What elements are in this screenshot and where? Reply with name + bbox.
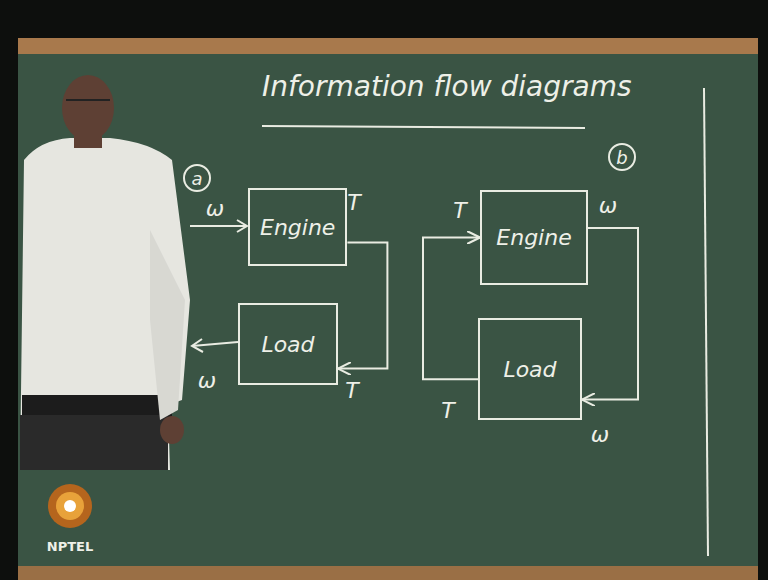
- block-name: Load: [503, 357, 556, 382]
- signal-label: ω: [591, 422, 609, 447]
- block-name: Engine: [496, 225, 571, 250]
- signal-label: T: [441, 398, 454, 423]
- signal-label: ω: [599, 193, 617, 218]
- flow-arrow: [582, 228, 638, 400]
- chalkboard: [18, 52, 758, 580]
- signal-label: T: [345, 378, 358, 403]
- flow-arrow: [423, 238, 480, 380]
- signal-label: b: [616, 147, 627, 168]
- signal-label: T: [347, 190, 360, 215]
- signal-label: ω: [198, 368, 216, 393]
- label-circle: [184, 165, 210, 191]
- block-box: Engine: [248, 188, 347, 266]
- board-frame: [18, 566, 758, 580]
- signal-label: a: [191, 168, 202, 189]
- board-title: Information flow diagrams: [262, 70, 585, 103]
- logo-text: NPTEL: [47, 539, 93, 554]
- block-name: Engine: [260, 215, 335, 240]
- nptel-logo: [48, 484, 92, 528]
- block-box: Engine: [480, 190, 588, 285]
- label-circle: [609, 144, 635, 170]
- block-name: Load: [261, 332, 314, 357]
- block-box: Load: [238, 303, 338, 385]
- board-frame: [18, 38, 758, 54]
- block-box: Load: [478, 318, 582, 420]
- lecturer-figure: [20, 75, 190, 470]
- signal-label: T: [453, 198, 466, 223]
- title-underline: [262, 126, 585, 128]
- signal-label: ω: [206, 196, 224, 221]
- chalk-divider: [704, 88, 708, 556]
